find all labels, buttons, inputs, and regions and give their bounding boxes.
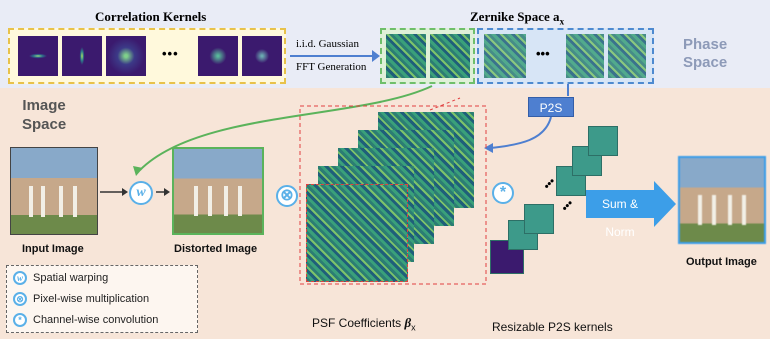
kernel-thumbnail [106,36,146,76]
psf-coefficients-label: PSF Coefficients βx [312,315,416,333]
input-image [10,147,98,235]
pixel-multiplication-icon: ⊗ [276,185,298,207]
distorted-image [172,147,264,235]
warp-to-distorted-arrow-head [164,188,170,196]
p2s-kernels-label: Resizable P2S kernels [492,320,613,334]
p2s-block: P2S [528,97,574,117]
warp-icon: w [13,271,27,285]
channel-convolution-icon: * [492,182,514,204]
legend-item-multiplication: ⊗Pixel-wise multiplication [13,292,149,306]
green-warp-arrow-head [133,166,143,176]
convolution-icon: * [13,313,27,327]
zernike-ellipsis: ••• [536,46,550,61]
output-image-label: Output Image [686,256,757,268]
distorted-image-label: Distorted Image [174,243,258,255]
kernel-thumbnail [62,36,102,76]
kernels-ellipsis: ••• [162,46,179,61]
fft-arrow-head [372,50,380,62]
psf-coefficient-slice [306,184,408,282]
spatial-warping-icon: w [129,181,153,205]
input-image-label: Input Image [22,243,84,255]
zernike-thumbnail [484,34,526,78]
zernike-space-title: Zernike Space ax [470,9,565,27]
kernel-thumbnail [242,36,282,76]
p2s-kernel [524,204,554,234]
input-to-warp-arrow-head [122,188,128,196]
psf-dashed-outline [299,105,487,285]
legend-item-convolution: *Channel-wise convolution [13,313,158,327]
sum-norm-arrow: Sum & Norm [586,190,654,239]
fft-arrow [290,55,376,57]
noise-thumbnail [386,34,426,78]
fft-label: FFT Generation [296,61,367,73]
kernel-thumbnail [18,36,58,76]
gaussian-label: i.i.d. Gaussian [296,38,359,50]
p2s-to-psf-arrow-head [484,143,493,153]
output-image [678,156,766,244]
zernike-thumbnail [566,34,604,78]
sum-norm-arrow-head [654,181,676,227]
p2s-kernel [588,126,618,156]
kernel-thumbnail [198,36,238,76]
p2s-to-psf-arrow [489,116,552,149]
p2s-input-arrow [567,84,569,96]
noise-thumbnail [430,34,470,78]
multiply-icon: ⊗ [13,292,27,306]
correlation-kernels-title: Correlation Kernels [95,9,207,24]
green-warp-arrow [139,85,433,171]
zernike-thumbnail [608,34,646,78]
